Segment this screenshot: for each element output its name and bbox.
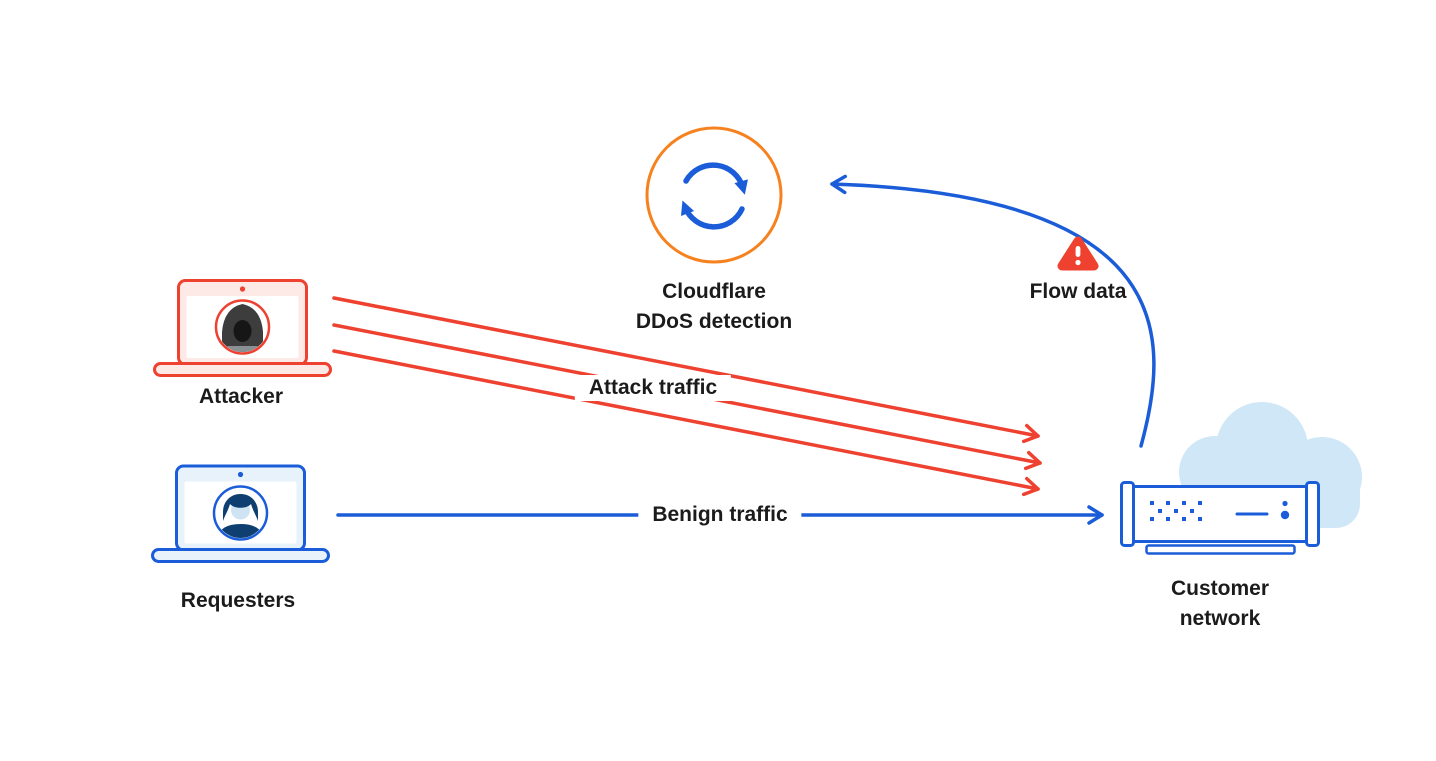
- benign-traffic-label: Benign traffic: [638, 502, 802, 528]
- router-dot-large: [1280, 510, 1290, 520]
- requester-camera-dot: [237, 471, 244, 478]
- router-cap-left: [1120, 481, 1135, 547]
- router-led-grid: [1150, 501, 1202, 521]
- warning-exclamation-dot: [1075, 259, 1081, 266]
- warning-exclamation-bar: [1075, 246, 1081, 257]
- customer-network-label-line2: network: [1179, 607, 1261, 630]
- attack-traffic-label: Attack traffic: [574, 375, 732, 401]
- customer-network-label: Customer network: [1171, 574, 1269, 634]
- attacker-node: [153, 279, 332, 377]
- cloudflare-label-line1: Cloudflare: [662, 280, 766, 303]
- flow-data-arrow: [830, 174, 1156, 448]
- requesters-node: [151, 464, 330, 563]
- requester-laptop-base: [151, 548, 330, 563]
- flow-data-label: Flow data: [1029, 280, 1127, 303]
- cloudflare-circle: [645, 126, 783, 264]
- cloudflare-node: [645, 126, 783, 264]
- customer-node: [1120, 402, 1362, 555]
- cloudflare-label-line2: DDoS detection: [635, 310, 793, 333]
- attacker-label: Attacker: [198, 385, 284, 408]
- requester-hair: [223, 494, 258, 521]
- sync-icon: [680, 162, 748, 230]
- router-icon: [1120, 481, 1320, 555]
- attack-arrow-1: [332, 296, 1040, 444]
- attacker-avatar: [222, 304, 263, 352]
- sync-arc-top: [683, 162, 748, 195]
- requesters-label: Requesters: [180, 589, 296, 612]
- warning-icon: [1057, 236, 1099, 271]
- attacker-face: [233, 320, 252, 342]
- attacker-camera-dot: [239, 286, 246, 292]
- attacker-mini-laptop: [227, 346, 258, 352]
- attack-arrow-3: [332, 349, 1040, 497]
- router-cap-right: [1305, 481, 1320, 547]
- attacker-laptop-base: [153, 362, 332, 377]
- sync-arc-bottom: [680, 200, 745, 230]
- customer-network-label-line1: Customer: [1170, 577, 1270, 600]
- router-tray: [1145, 544, 1296, 555]
- cloudflare-label: Cloudflare DDoS detection: [636, 277, 792, 337]
- router-dot-small: [1282, 500, 1288, 507]
